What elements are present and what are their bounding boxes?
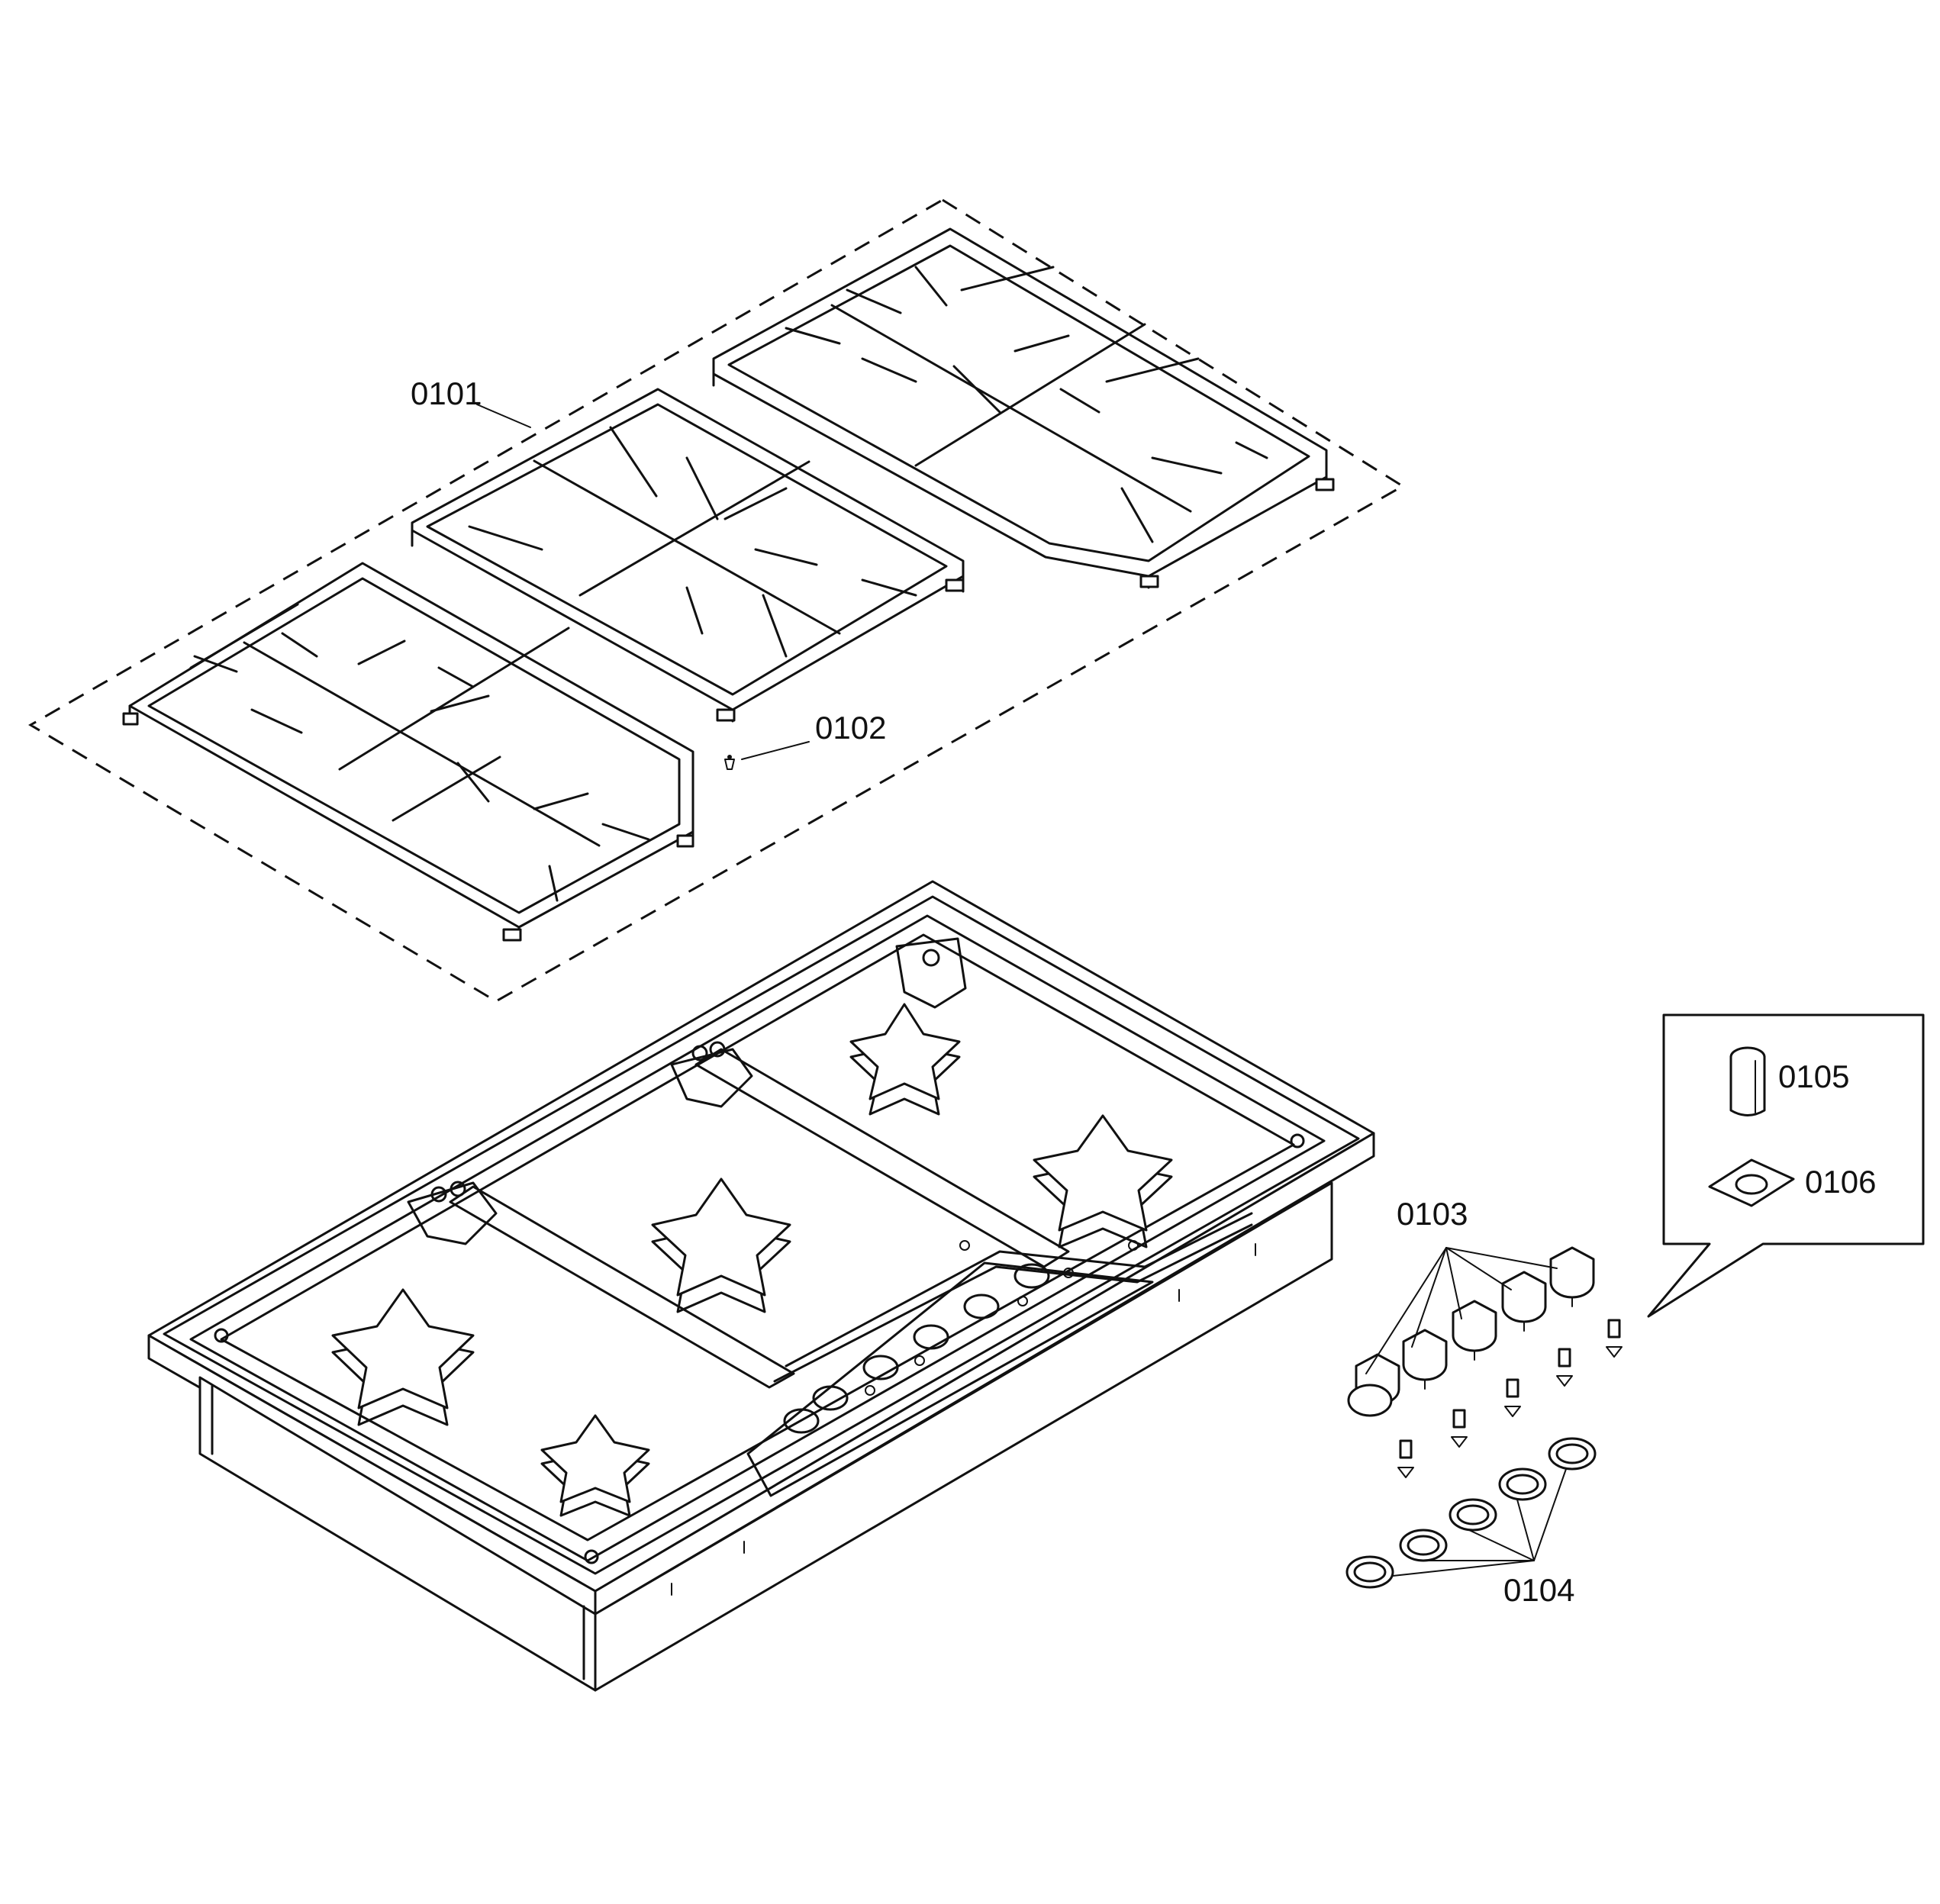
knob[interactable] (1452, 1300, 1497, 1361)
knob-holes (783, 1240, 1139, 1434)
callout-0104: 0104 (1503, 1572, 1574, 1608)
burner-front-left[interactable] (540, 1414, 650, 1517)
grate-foot-part[interactable] (724, 755, 735, 770)
callout-0102: 0102 (815, 710, 886, 746)
burner-back-left[interactable] (331, 1288, 475, 1426)
grate-left[interactable] (122, 562, 694, 942)
knob-clip-icon (1708, 1158, 1795, 1207)
leader-lines (476, 404, 1567, 1577)
burner-front-right[interactable] (1033, 1114, 1173, 1248)
callout-0105: 0105 (1778, 1058, 1849, 1094)
bezel-rings[interactable] (1345, 1437, 1597, 1589)
knob-adapter-icon (1729, 1046, 1766, 1116)
grate-right[interactable] (712, 227, 1335, 589)
callout-0101: 0101 (411, 375, 482, 411)
callout-0103: 0103 (1397, 1196, 1468, 1232)
knob[interactable] (1501, 1271, 1547, 1332)
burner-back-right[interactable] (849, 1003, 961, 1116)
callout-0106: 0106 (1805, 1164, 1876, 1200)
grate-group-outline (28, 198, 1405, 1003)
knob-adapters (1397, 1319, 1623, 1478)
knob[interactable] (1347, 1384, 1393, 1417)
grate-middle[interactable] (411, 388, 965, 723)
knob[interactable] (1549, 1246, 1595, 1307)
detail-callout-box (1647, 1013, 1925, 1318)
burner-center[interactable] (651, 1178, 791, 1313)
knob[interactable] (1402, 1329, 1448, 1390)
control-knobs[interactable] (1347, 1246, 1595, 1417)
